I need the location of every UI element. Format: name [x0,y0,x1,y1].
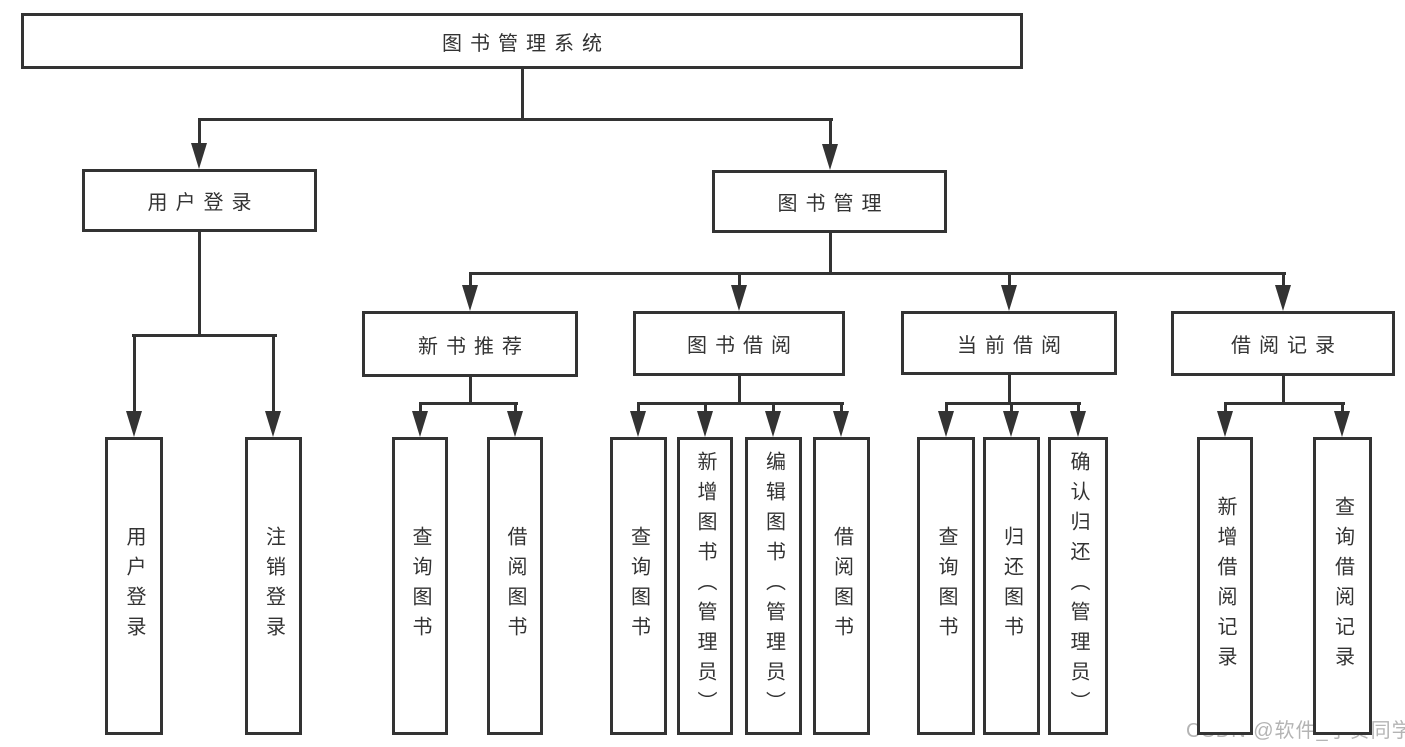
arrow-down-icon [822,144,838,170]
arrow-down-icon [833,411,849,437]
node-label: 查询借阅记录 [1331,496,1354,676]
arrow-tail-line [1223,403,1227,415]
connector-vline [197,232,201,337]
arrow-down-icon [412,411,428,437]
node-label: 查询图书 [627,526,650,646]
node-leaf-edit-book-admin: 编辑图书（管理员） [745,437,802,735]
connector-vline [468,377,472,405]
arrow-tail-line [703,403,707,415]
node-leaf-add-book-admin: 新增图书（管理员） [677,437,733,735]
node-label: 新增图书（管理员） [694,451,716,721]
arrow-tail-line [1340,403,1344,415]
arrow-tail-line [828,119,832,148]
arrow-down-icon [1275,285,1291,311]
connector-hline [636,401,844,405]
node-leaf-borrow-book: 借阅图书 [813,437,870,735]
connector-vline [737,376,741,405]
node-label: 图书借阅 [687,335,799,357]
node-book-management: 图书管理 [712,170,947,233]
arrow-down-icon [126,411,142,437]
arrow-tail-line [1009,403,1013,415]
node-label: 新增借阅记录 [1214,496,1236,676]
node-leaf-logout: 注销登录 [245,437,302,735]
node-label: 新书推荐 [418,335,530,358]
connector-hline [944,401,1081,405]
arrow-tail-line [944,403,948,415]
node-leaf-query-borrow-record: 查询借阅记录 [1313,437,1372,735]
node-label: 查询图书 [935,526,957,646]
arrow-down-icon [1070,411,1086,437]
arrow-down-icon [1217,411,1233,437]
node-label: 图书管理系统 [442,32,610,55]
arrow-down-icon [265,411,281,437]
node-label: 归还图书 [1000,526,1023,646]
node-label: 图书管理 [777,193,890,215]
arrow-down-icon [938,411,954,437]
arrow-tail-line [418,403,422,415]
node-label: 用户登录 [147,192,260,214]
node-label: 确认归还（管理员） [1067,451,1089,721]
arrow-tail-line [1007,273,1011,289]
arrow-tail-line [636,403,640,415]
arrow-down-icon [731,285,747,311]
connector-hline [131,333,277,337]
connector-hline [197,117,833,121]
connector-vline [520,69,524,121]
node-label: 当前借阅 [957,334,1069,357]
arrow-down-icon [462,285,478,311]
arrow-down-icon [1001,285,1017,311]
arrow-down-icon [507,411,523,437]
node-leaf-add-borrow-record: 新增借阅记录 [1197,437,1253,735]
connector-hline [468,271,1286,275]
arrow-tail-line [132,335,136,415]
node-leaf-user-login: 用户登录 [105,437,163,735]
node-leaf-query-book-borrow: 查询图书 [610,437,667,735]
node-leaf-return-book: 归还图书 [983,437,1040,735]
arrow-tail-line [468,273,472,289]
arrow-tail-line [839,403,843,415]
connector-vline [1007,375,1011,405]
node-label: 借阅图书 [830,526,853,646]
node-label: 编辑图书（管理员） [762,451,785,721]
node-label: 查询图书 [409,526,431,646]
connector-hline [1223,401,1345,405]
connector-vline [1281,376,1285,405]
node-label: 借阅记录 [1231,335,1343,357]
node-leaf-query-book-recommend: 查询图书 [392,437,448,735]
node-user-login: 用户登录 [82,169,317,232]
node-label: 用户登录 [123,526,145,646]
arrow-tail-line [513,403,517,415]
node-new-book-recommend: 新书推荐 [362,311,578,377]
arrow-tail-line [1076,403,1080,415]
arrow-down-icon [765,411,781,437]
arrow-down-icon [1003,411,1019,437]
connector-hline [418,401,518,405]
node-leaf-query-book-current: 查询图书 [917,437,975,735]
node-book-borrowing: 图书借阅 [633,311,845,376]
arrow-tail-line [197,119,201,147]
arrow-down-icon [630,411,646,437]
arrow-down-icon [697,411,713,437]
arrow-down-icon [1334,411,1350,437]
arrow-tail-line [1281,273,1285,289]
node-leaf-borrow-book-recommend: 借阅图书 [487,437,543,735]
arrow-tail-line [271,335,275,415]
connector-vline [828,233,832,275]
node-root: 图书管理系统 [21,13,1023,69]
arrow-tail-line [737,273,741,289]
arrow-tail-line [771,403,775,415]
arrow-down-icon [191,143,207,169]
node-current-borrowing: 当前借阅 [901,311,1117,375]
node-leaf-confirm-return-admin: 确认归还（管理员） [1048,437,1108,735]
node-label: 注销登录 [262,526,285,646]
node-label: 借阅图书 [504,526,526,646]
node-borrowing-records: 借阅记录 [1171,311,1395,376]
